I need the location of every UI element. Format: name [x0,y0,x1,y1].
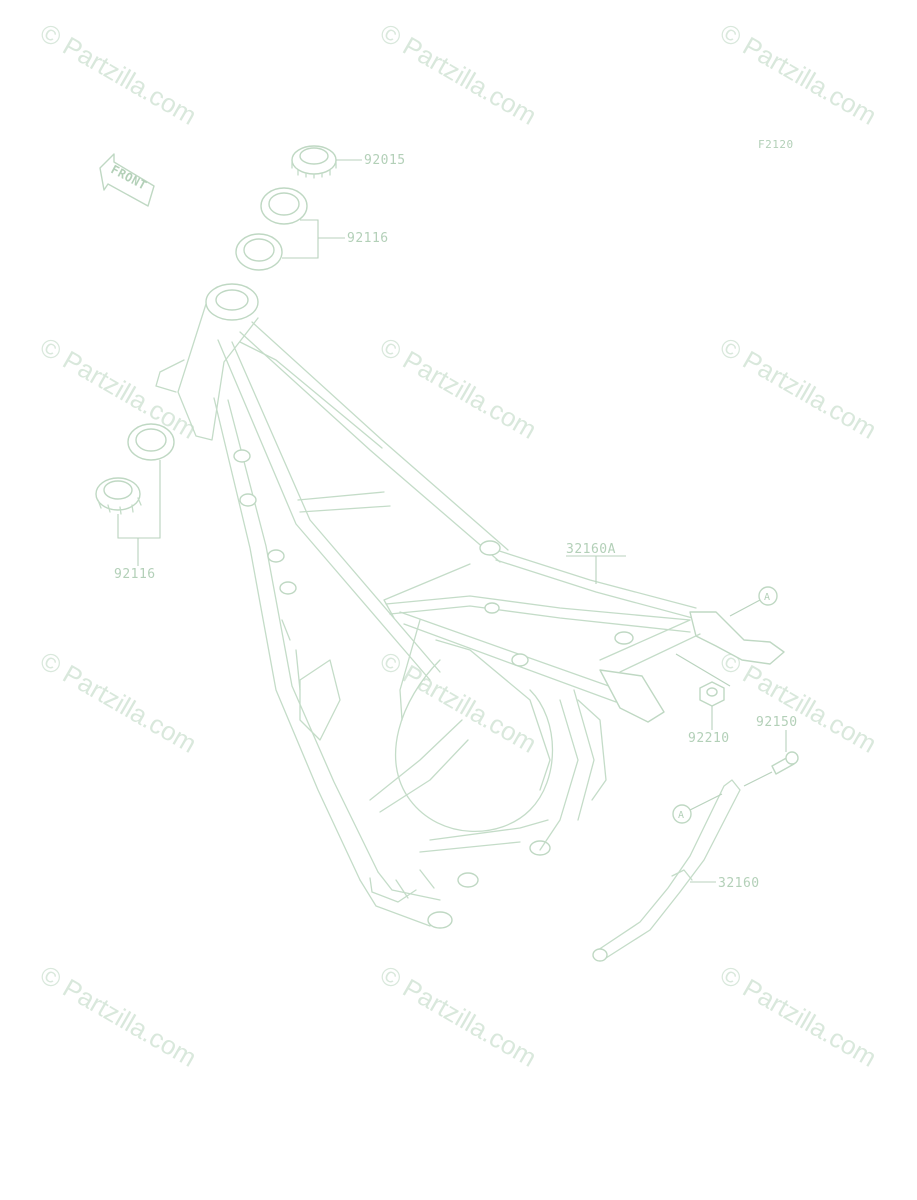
watermark: © Partzilla.com [375,331,542,445]
part-number-92116-top: 92116 [347,231,389,246]
sub-frame [592,779,741,962]
watermark: © Partzilla.com [715,17,882,131]
watermark: © Partzilla.com [375,959,542,1073]
watermark: © Partzilla.com [35,959,202,1073]
watermark: © Partzilla.com [35,645,202,759]
watermark: © Partzilla.com [35,331,202,445]
part-number-92116-bottom: 92116 [114,567,156,582]
callout-a-frame: A [764,592,771,603]
watermark: © Partzilla.com [35,17,202,131]
part-number-92150: 92150 [756,715,798,730]
watermark: © Partzilla.com [375,17,542,131]
bolt-rear [771,751,799,775]
figure-code: F2120 [758,138,794,151]
watermark: © Partzilla.com [715,331,882,445]
front-arrow-icon: FRONT [99,153,155,207]
callout-a-subframe: A [678,810,685,821]
bearing-bottom [95,423,175,515]
watermark: © Partzilla.com [715,645,882,759]
nut-rear [699,681,725,707]
part-number-92015: 92015 [364,153,406,168]
part-number-32160: 32160 [718,876,760,891]
part-number-92210: 92210 [688,731,730,746]
part-number-32160A: 32160A [566,542,616,557]
watermark: © Partzilla.com [715,959,882,1073]
bearing-top [235,187,308,271]
watermarks: © Partzilla.com © Partzilla.com © Partzi… [35,17,882,1073]
steering-nut-top [291,145,337,179]
main-frame [155,283,785,929]
